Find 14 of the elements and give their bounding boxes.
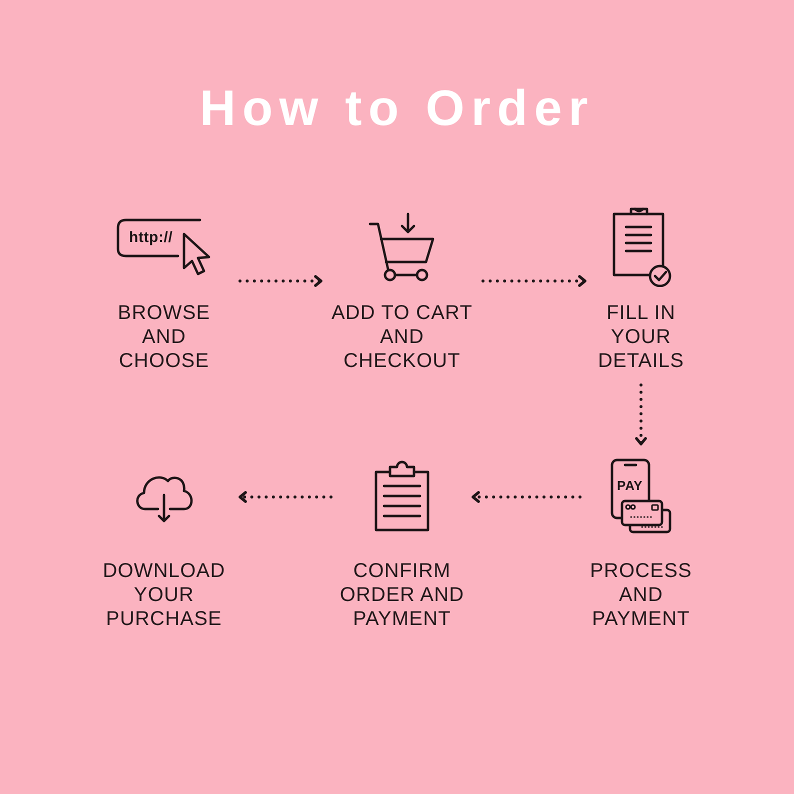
step-caption: ADD TO CART AND CHECKOUT xyxy=(331,301,473,373)
dotted-arrow xyxy=(238,491,332,503)
step-caption: BROWSE AND CHOOSE xyxy=(118,301,210,373)
step-caption: CONFIRM ORDER AND PAYMENT xyxy=(340,559,464,631)
url-text: http:// xyxy=(129,230,173,245)
dotted-arrow xyxy=(472,491,582,503)
dotted-arrow xyxy=(238,275,322,287)
step-caption: DOWNLOAD YOUR PURCHASE xyxy=(102,559,226,631)
title: How to Order xyxy=(200,83,594,133)
step-caption: FILL IN YOUR DETAILS xyxy=(598,301,684,373)
pay-text: PAY xyxy=(617,479,643,492)
step-caption: PROCESS AND PAYMENT xyxy=(590,559,692,631)
dotted-arrow xyxy=(635,384,647,446)
dotted-arrow xyxy=(482,275,586,287)
